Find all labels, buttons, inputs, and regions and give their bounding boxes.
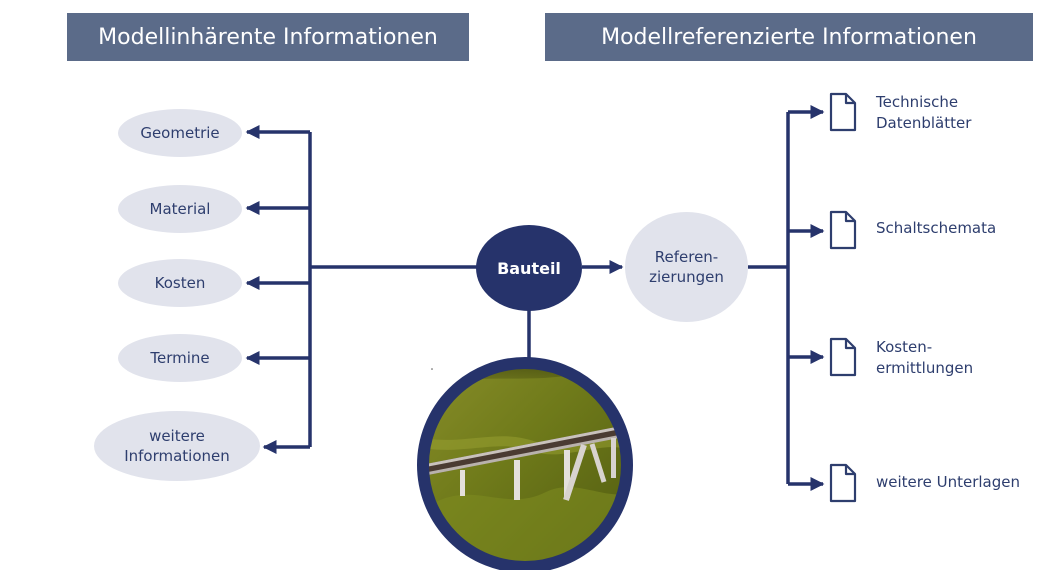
- header-referenced-information: Modellreferenzierte Informationen: [545, 13, 1033, 61]
- oval-label: Kosten: [154, 274, 206, 292]
- oval-label: Material: [149, 200, 211, 218]
- oval-termine: Termine: [118, 334, 242, 382]
- oval-label-line1: weitere: [149, 427, 205, 445]
- doc-label-schaltschemata: Schaltschemata: [876, 218, 996, 239]
- referencing-line1: Referen-: [654, 248, 719, 266]
- oval-label: Termine: [150, 349, 210, 367]
- referencing-line2: zierungen: [649, 268, 724, 286]
- header-inherent-information: Modellinhärente Informationen: [67, 13, 469, 61]
- oval-weitere-informationen: weitere Informationen: [94, 411, 260, 481]
- document-icon: [829, 337, 857, 377]
- doc-label-line1: weitere Unterlagen: [876, 473, 1020, 491]
- document-icon: [829, 92, 857, 132]
- doc-label-line2: ermittlungen: [876, 359, 974, 377]
- doc-label-datenblaetter: Technische Datenblätter: [876, 92, 971, 134]
- doc-label-weitere-unterlagen: weitere Unterlagen: [876, 472, 1020, 493]
- oval-referenzierungen: Referen- zierungen: [625, 212, 748, 322]
- oval-geometrie: Geometrie: [118, 109, 242, 157]
- doc-label-kostenermittlungen: Kosten- ermittlungen: [876, 337, 973, 379]
- oval-label-line2: Informationen: [124, 447, 230, 465]
- doc-label-line1: Kosten-: [876, 338, 933, 356]
- bridge-model-image: [416, 352, 634, 570]
- oval-material: Material: [118, 185, 242, 233]
- document-icon: [829, 210, 857, 250]
- document-icon: [829, 463, 857, 503]
- doc-label-line2: Datenblätter: [876, 114, 972, 132]
- doc-label-line1: Technische: [876, 93, 959, 111]
- bauteil-label: Bauteil: [497, 258, 561, 278]
- oval-kosten: Kosten: [118, 259, 242, 307]
- doc-label-line1: Schaltschemata: [876, 219, 997, 237]
- oval-label: Geometrie: [140, 124, 220, 142]
- bauteil-node: Bauteil: [476, 225, 582, 311]
